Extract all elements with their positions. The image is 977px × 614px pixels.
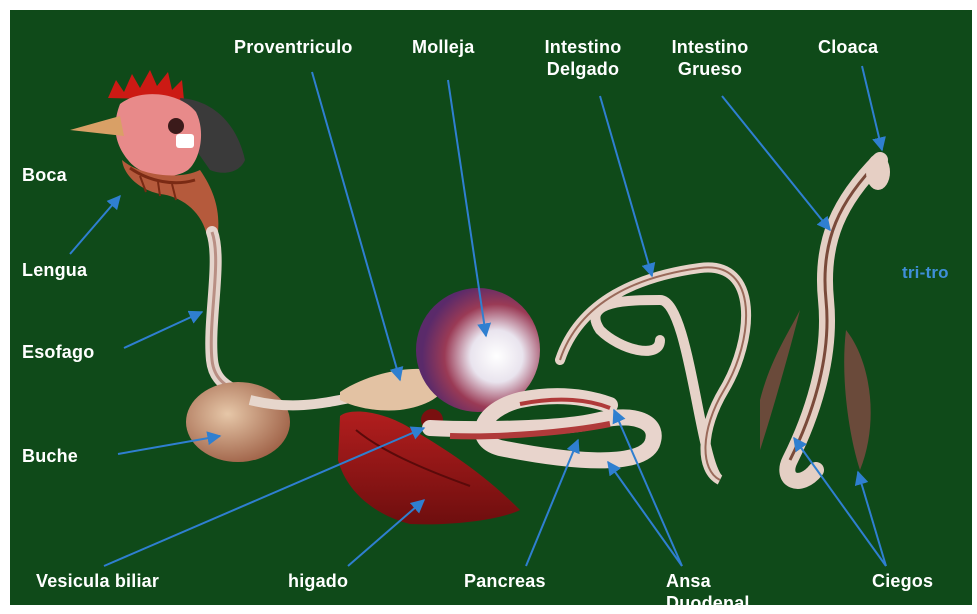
label-higado: higado <box>288 570 348 592</box>
label-intestino-delgado: Intestino Delgado <box>538 36 628 80</box>
label-intestino-grueso-line1: Intestino <box>662 36 758 58</box>
label-ciegos: Ciegos <box>872 570 933 592</box>
label-ansa-duodenal-line1: Ansa <box>666 570 750 592</box>
crop-illustration <box>186 382 290 462</box>
chicken-head-illustration <box>70 70 245 232</box>
pointer-ciegos-1 <box>794 438 886 566</box>
label-ansa-duodenal-line2: Duodenal <box>666 592 750 614</box>
large-intestine-illustration <box>760 154 890 481</box>
label-intestino-delgado-line1: Intestino <box>538 36 628 58</box>
pointer-esofago <box>124 312 202 348</box>
pointer-cloaca <box>862 66 882 150</box>
pointer-proventriculo <box>312 72 400 380</box>
label-buche: Buche <box>22 445 78 467</box>
pointer-intestino-delgado <box>600 96 652 276</box>
pointer-ansa-duodenal-2 <box>608 462 682 566</box>
label-intestino-grueso: Intestino Grueso <box>662 36 758 80</box>
label-ansa-duodenal: Ansa Duodenal <box>666 570 750 614</box>
label-intestino-delgado-line2: Delgado <box>538 58 628 80</box>
label-molleja: Molleja <box>412 36 474 58</box>
label-lengua: Lengua <box>22 259 87 281</box>
pointer-ciegos-2 <box>858 472 886 566</box>
label-cloaca: Cloaca <box>818 36 878 58</box>
pointer-lengua <box>70 196 120 254</box>
watermark-text: tri-tro <box>902 262 949 284</box>
label-proventriculo: Proventriculo <box>234 36 353 58</box>
label-boca: Boca <box>22 164 67 186</box>
label-intestino-grueso-line2: Grueso <box>662 58 758 80</box>
label-esofago: Esofago <box>22 341 94 363</box>
label-vesicula-biliar: Vesicula biliar <box>36 570 159 592</box>
pointer-intestino-grueso <box>722 96 830 230</box>
label-pancreas: Pancreas <box>464 570 546 592</box>
